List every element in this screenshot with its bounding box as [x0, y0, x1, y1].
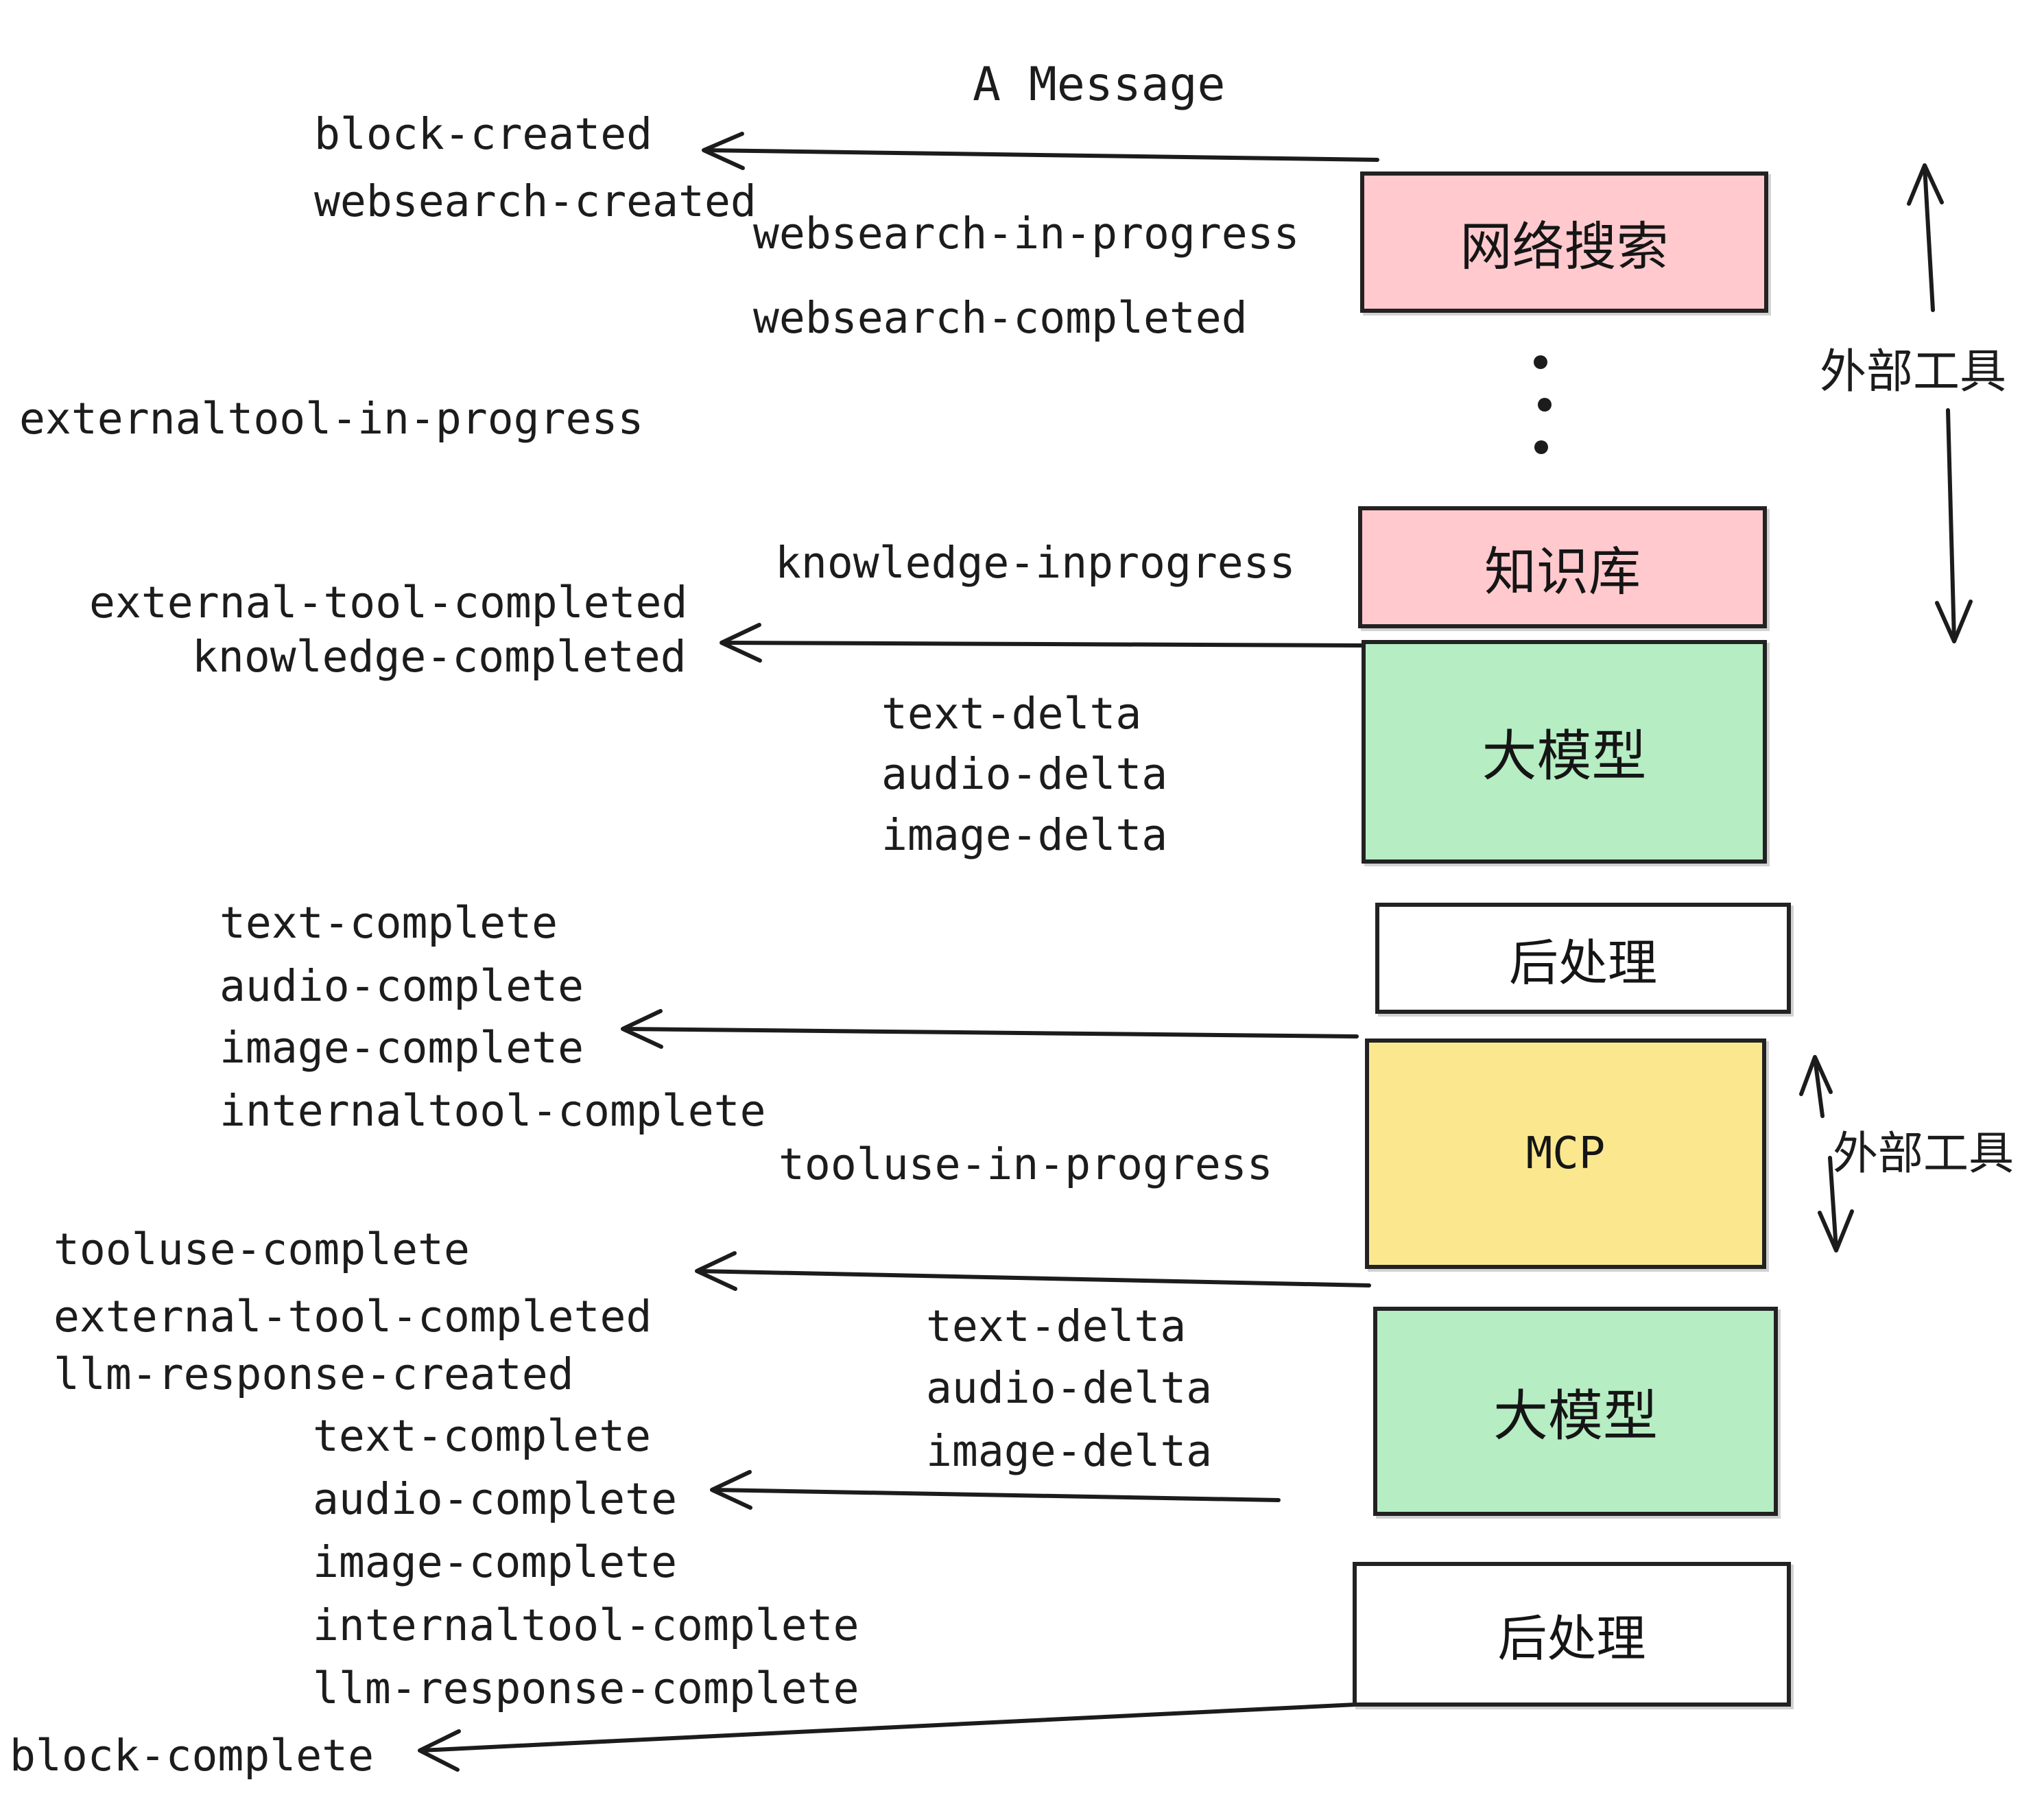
- event-audio-complete-2: audio-complete: [313, 1474, 678, 1524]
- event-external-tool-completed-1: external-tool-completed: [89, 578, 688, 628]
- postprocess-box-2-label: 后处理: [1497, 1612, 1646, 1667]
- llm-box-2-label: 大模型: [1493, 1385, 1658, 1447]
- event-tooluse-complete: tooluse-complete: [54, 1224, 470, 1274]
- event-text-delta-2: text-delta: [926, 1301, 1187, 1351]
- event-image-delta-1: image-delta: [881, 810, 1168, 860]
- event-external-tool-completed-2: external-tool-completed: [54, 1292, 652, 1342]
- event-websearch-created: websearch-created: [314, 176, 757, 226]
- ellipsis-dots: [1534, 355, 1552, 454]
- external-tools-top-label: 外部工具: [1820, 346, 2007, 398]
- arrow-llm2-to-events-icon: [710, 1470, 1281, 1510]
- event-knowledge-completed: knowledge-completed: [192, 632, 687, 682]
- event-websearch-in-progress: websearch-in-progress: [753, 209, 1300, 259]
- llm-box-2: 大模型: [1373, 1307, 1778, 1516]
- event-block-complete: block-complete: [10, 1731, 375, 1781]
- event-audio-complete-1: audio-complete: [219, 961, 584, 1011]
- external-tools-mcp-up-arrow-icon: [1799, 1055, 1833, 1118]
- event-internaltool-complete-2: internaltool-complete: [313, 1600, 859, 1650]
- event-internaltool-complete-1: internaltool-complete: [219, 1086, 766, 1136]
- llm-box-1-label: 大模型: [1482, 726, 1647, 787]
- event-externaltool-in-progress: externaltool-in-progress: [19, 394, 644, 444]
- event-llm-response-complete: llm-response-complete: [313, 1663, 859, 1713]
- llm-box-1: 大模型: [1362, 640, 1767, 864]
- knowledge-box-label: 知识库: [1484, 543, 1641, 602]
- postprocess-box-2: 后处理: [1353, 1562, 1791, 1707]
- event-knowledge-inprogress: knowledge-inprogress: [775, 538, 1296, 588]
- event-tooluse-in-progress: tooluse-in-progress: [779, 1139, 1273, 1189]
- diagram-title: A Message: [973, 58, 1226, 112]
- event-block-created: block-created: [314, 109, 653, 159]
- event-image-complete-1: image-complete: [219, 1023, 584, 1073]
- event-llm-response-created: llm-response-created: [54, 1349, 574, 1399]
- external-tools-top-down-arrow-icon: [1935, 408, 1973, 643]
- knowledge-box: 知识库: [1358, 506, 1767, 628]
- event-websearch-completed: websearch-completed: [753, 293, 1248, 343]
- event-text-complete-2: text-complete: [313, 1411, 652, 1461]
- event-image-complete-2: image-complete: [313, 1537, 678, 1587]
- arrow-postprocess2-to-block-complete-icon: [418, 1701, 1386, 1772]
- arrow-knowledge-to-events-icon: [720, 623, 1364, 663]
- event-audio-delta-2: audio-delta: [926, 1363, 1213, 1413]
- postprocess-box-1: 后处理: [1375, 903, 1791, 1014]
- external-tools-top-up-arrow-icon: [1907, 163, 1944, 312]
- event-text-complete-1: text-complete: [219, 898, 558, 948]
- mcp-box-label: MCP: [1525, 1128, 1606, 1179]
- event-image-delta-2: image-delta: [926, 1426, 1213, 1476]
- websearch-box-label: 网络搜索: [1460, 218, 1669, 276]
- arrow-postprocess-to-events-icon: [621, 1009, 1359, 1049]
- external-tools-mcp-down-arrow-icon: [1818, 1156, 1854, 1253]
- external-tools-mcp-label: 外部工具: [1833, 1128, 2014, 1178]
- websearch-box: 网络搜索: [1360, 171, 1768, 313]
- postprocess-box-1-label: 后处理: [1508, 936, 1657, 991]
- mcp-box: MCP: [1365, 1039, 1766, 1269]
- event-audio-delta-1: audio-delta: [881, 749, 1168, 799]
- arrow-mcp-to-events-icon: [695, 1251, 1371, 1291]
- event-text-delta-1: text-delta: [881, 689, 1142, 739]
- arrow-websearch-to-events-icon: [702, 132, 1379, 170]
